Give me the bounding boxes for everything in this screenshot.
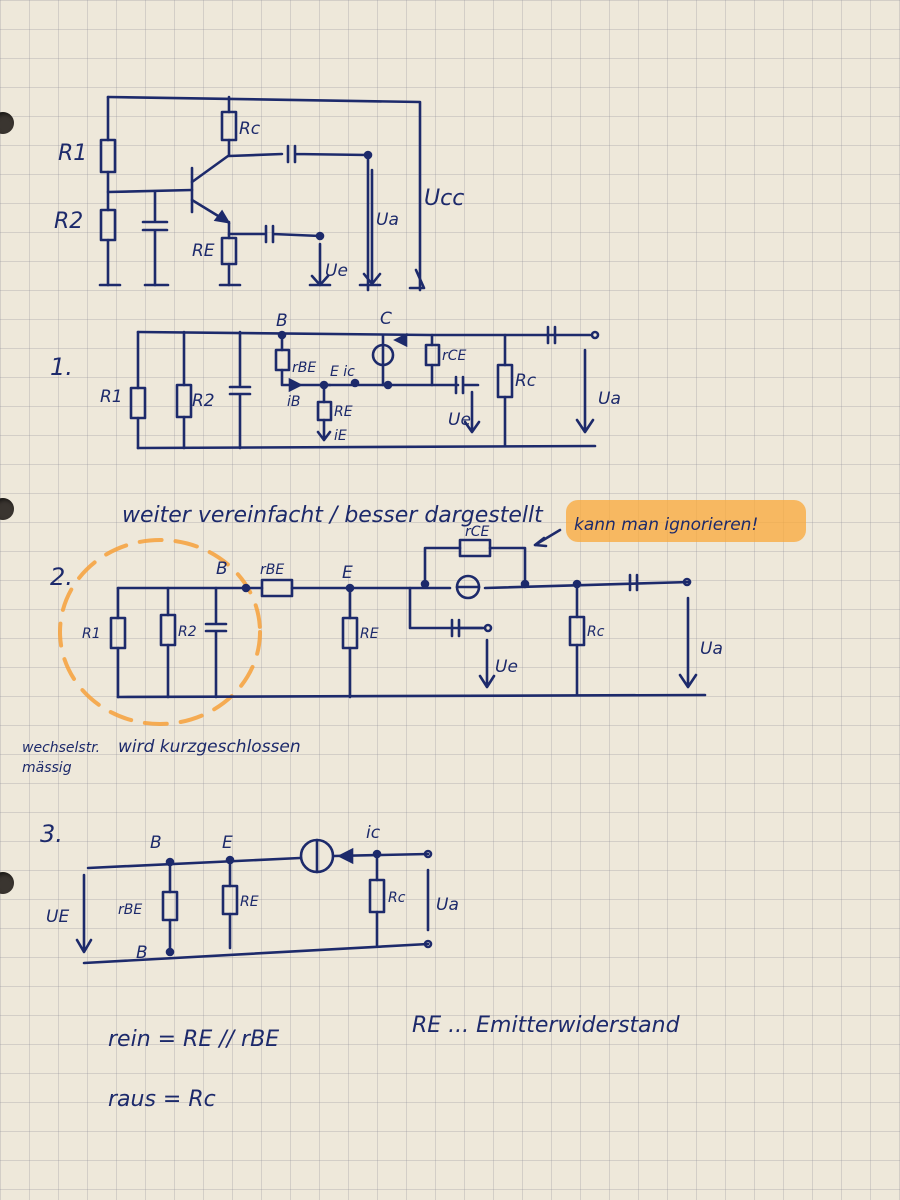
small-signal-circuit-3: 3. B E ic UE rBE: [40, 820, 459, 965]
label-rc: Rc: [239, 119, 261, 139]
label-rbe: rBE: [292, 360, 316, 376]
resistor-re: [341, 616, 359, 650]
label-rc: Rc: [587, 624, 605, 640]
label-r2: R2: [192, 391, 215, 411]
label-rbe: rBE: [118, 902, 142, 918]
label-e: E: [222, 833, 233, 853]
label-ib: iB: [287, 394, 301, 410]
resistor-r2: [159, 613, 177, 647]
label-rc: Rc: [515, 371, 537, 391]
label-ua: Ua: [376, 210, 399, 230]
resistor-rce: [458, 538, 492, 558]
label-re: RE: [240, 894, 259, 910]
resistor-re: [316, 400, 333, 422]
resistor-rc: [496, 363, 514, 399]
step-number-2: 2.: [50, 563, 73, 591]
label-ua: Ua: [700, 639, 723, 659]
label-ic: ic: [366, 823, 381, 843]
resistor-r1: [129, 386, 147, 420]
note-shorted: wird kurzgeschlossen: [118, 737, 301, 757]
label-r1: R1: [82, 626, 101, 642]
formula-rein: rein = RE // rBE: [108, 1027, 279, 1052]
capacitor: [228, 330, 252, 450]
small-signal-circuit-2: 2.: [50, 524, 723, 726]
label-re: RE: [192, 241, 215, 261]
label-b: B: [216, 559, 228, 579]
label-c: C: [380, 309, 392, 329]
label-r1: R1: [100, 387, 123, 407]
capacitor: [141, 190, 169, 287]
label-b-top: B: [150, 833, 162, 853]
formula-raus: raus = Rc: [108, 1087, 216, 1112]
punch-hole: [0, 872, 14, 894]
label-rce: rCE: [465, 524, 490, 540]
formula-re-definition: RE ... Emitterwiderstand: [412, 1013, 681, 1038]
punch-hole: [0, 112, 14, 134]
resistor-re: [221, 884, 239, 916]
step-number-1: 1.: [50, 353, 73, 381]
label-r2: R2: [54, 209, 83, 234]
label-b-bottom: B: [136, 943, 148, 963]
note-ac-line2: mässig: [22, 760, 72, 776]
resistor-rbe: [161, 890, 179, 922]
small-signal-circuit-1: 1.: [50, 309, 621, 450]
step-number-3: 3.: [40, 820, 63, 848]
resistor-rbe: [260, 578, 294, 598]
label-ue: UE: [46, 907, 69, 927]
note-ac-line1: wechselstr.: [22, 740, 100, 756]
label-r1: R1: [58, 141, 87, 166]
label-ucc: Ucc: [424, 186, 464, 211]
label-ue: Ue: [448, 410, 471, 430]
resistor-r1: [99, 138, 117, 174]
capacitor: [204, 586, 228, 699]
label-ie: iE: [334, 428, 347, 444]
label-ue: Ue: [325, 261, 348, 281]
resistor-rc: [368, 878, 386, 914]
amplifier-circuit: R1 R2 Rc RE Ua Ue Ucc: [54, 95, 464, 292]
resistor-r2: [99, 208, 117, 242]
label-rc: Rc: [388, 890, 406, 906]
label-re: RE: [334, 404, 353, 420]
resistor-rce: [424, 343, 441, 367]
label-rce: rCE: [442, 348, 467, 364]
resistor-rc: [568, 615, 586, 647]
resistor-r2: [175, 383, 193, 419]
resistor-rbe: [274, 348, 291, 372]
label-e: E: [342, 563, 353, 583]
caption-simplified: weiter vereinfacht / besser dargestellt: [122, 503, 544, 528]
resistor-rc: [220, 110, 238, 142]
label-rbe: rBE: [260, 562, 284, 578]
resistor-re: [220, 236, 238, 266]
label-ua: Ua: [598, 389, 621, 409]
label-e-ic: E ic: [330, 364, 355, 380]
label-b: B: [276, 311, 288, 331]
label-r2: R2: [178, 624, 197, 640]
note-ignore: kann man ignorieren!: [574, 515, 758, 535]
punch-hole: [0, 498, 14, 520]
highlight-marker: [566, 500, 806, 542]
label-re: RE: [360, 626, 379, 642]
resistor-r1: [109, 616, 127, 650]
label-ua: Ua: [436, 895, 459, 915]
shorted-section-circle: [58, 538, 262, 726]
label-ue: Ue: [495, 657, 518, 677]
